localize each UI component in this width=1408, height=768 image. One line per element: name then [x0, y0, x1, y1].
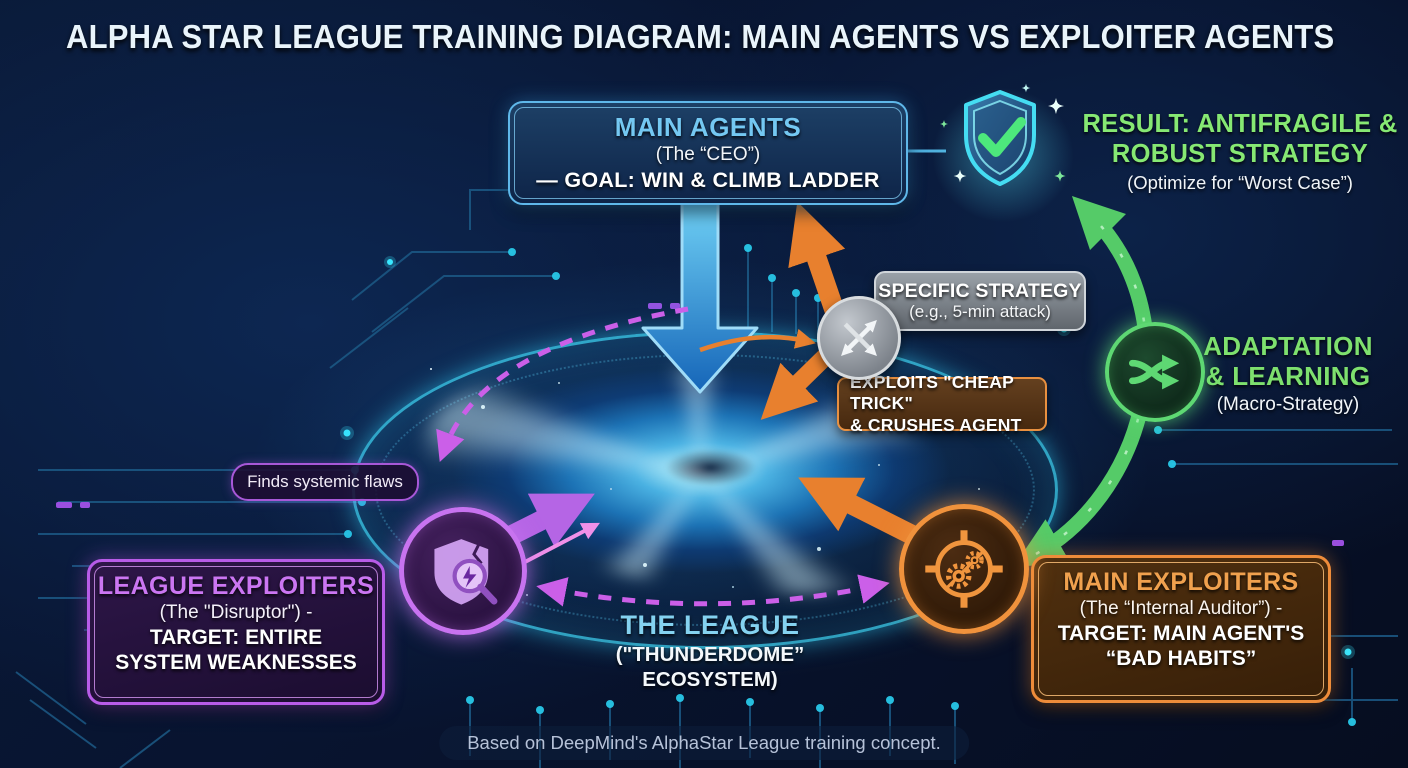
finds-flaws-label: Finds systemic flaws: [231, 463, 419, 501]
arrow-dashed-exploiters-link: [536, 574, 890, 607]
league-exploiters-target: TARGET: ENTIRE SYSTEM WEAKNESSES: [115, 626, 357, 674]
specific-strategy-heading: SPECIFIC STRATEGY: [878, 280, 1082, 302]
adaptation-label: ADAPTATION & LEARNING (Macro-Strategy): [1190, 331, 1386, 416]
specific-strategy-subtitle: (e.g., 5-min attack): [909, 302, 1051, 321]
shield-check-icon: [922, 80, 1078, 226]
attribution-footer: Based on DeepMind's AlphaStar League tra…: [439, 726, 969, 760]
main-agents-node: MAIN AGENTS (The “CEO”) — GOAL: WIN & CL…: [508, 101, 908, 205]
main-exploiters-node: MAIN EXPLOITERS (The “Internal Auditor”)…: [1031, 555, 1331, 703]
adaptation-heading: ADAPTATION & LEARNING: [1203, 331, 1373, 391]
adaptation-subtitle: (Macro-Strategy): [1216, 394, 1360, 416]
the-league-label: THE LEAGUE ("THUNDERDOME” ECOSYSTEM): [597, 610, 823, 692]
finds-flaws-text: Finds systemic flaws: [247, 472, 403, 491]
league-exploiters-node: LEAGUE EXPLOITERS (The "Disruptor") - TA…: [87, 559, 385, 705]
star-specks: [430, 368, 432, 370]
the-league-subtitle: ("THUNDERDOME” ECOSYSTEM): [615, 643, 805, 691]
shuffle-icon: [1105, 322, 1205, 422]
broken-shield-magnifier-icon: [399, 507, 527, 635]
main-agents-subtitle: (The “CEO”): [655, 144, 761, 165]
arrow-thin-to-strategy: [699, 328, 816, 353]
main-exploiters-heading: MAIN EXPLOITERS: [1063, 568, 1299, 596]
league-exploiters-heading: LEAGUE EXPLOITERS: [97, 572, 375, 600]
arrow-dashed-center-to-league-exploiter: [436, 306, 689, 463]
specific-strategy-node: SPECIFIC STRATEGY (e.g., 5-min attack): [874, 271, 1086, 331]
the-league-heading: THE LEAGUE: [620, 610, 800, 640]
main-agents-goal: — GOAL: WIN & CLIMB LADDER: [536, 168, 880, 192]
result-subtitle: (Optimize for “Worst Case”): [1127, 172, 1353, 194]
main-exploiters-target: TARGET: MAIN AGENT'S “BAD HABITS”: [1057, 622, 1305, 670]
league-exploiters-subtitle: (The "Disruptor") -: [159, 602, 313, 623]
arrow-thin-pink: [522, 522, 600, 565]
result-heading: RESULT: ANTIFRAGILE & ROBUST STRATEGY: [1082, 110, 1398, 168]
arrow-strategy-to-center: [760, 345, 837, 420]
exploits-line1: EXPLOITS "CHEAP TRICK": [850, 371, 1014, 414]
exploits-label: EXPLOITS "CHEAP TRICK" & CRUSHES AGENT: [837, 372, 1047, 435]
crossed-arrows-icon: [817, 296, 901, 380]
page-title: ALPHA STAR LEAGUE TRAINING DIAGRAM: MAIN…: [66, 18, 1335, 55]
result-label: RESULT: ANTIFRAGILE & ROBUST STRATEGY (O…: [1078, 110, 1402, 194]
main-agents-heading: MAIN AGENTS: [614, 112, 802, 142]
exploits-line2: & CRUSHES AGENT: [850, 414, 1022, 435]
main-exploiters-subtitle: (The “Internal Auditor”) -: [1079, 598, 1283, 619]
arrow-main-agents-to-league: [641, 201, 759, 394]
target-gears-icon: [899, 504, 1029, 634]
